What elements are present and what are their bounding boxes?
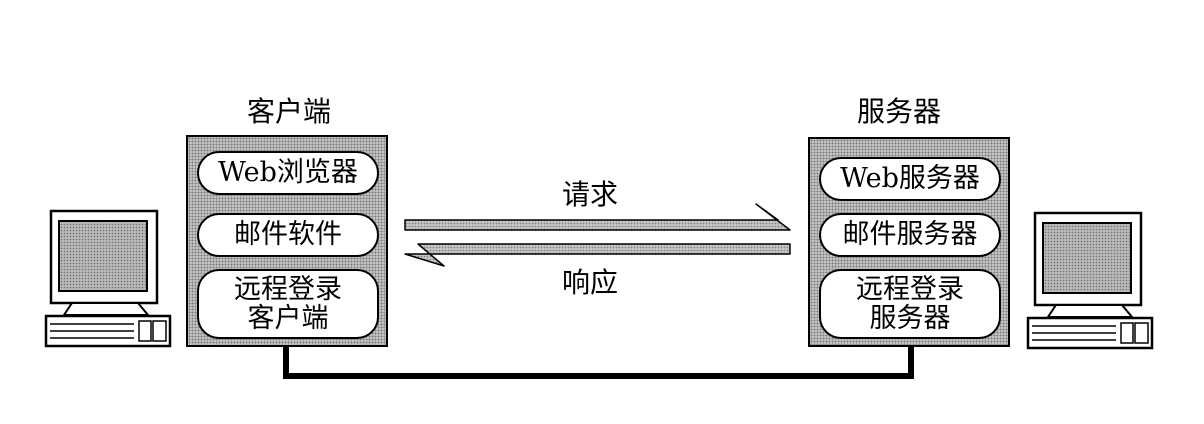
response-arrow — [404, 243, 791, 267]
client-title: 客户端 — [247, 95, 332, 128]
computer-icon — [1026, 211, 1154, 350]
client-module-web-browser: Web浏览器 — [197, 151, 379, 195]
request-label: 请求 — [562, 178, 619, 211]
server-panel: Web服务器 邮件服务器 远程登录 服务器 — [808, 137, 1010, 347]
server-module-web-server: Web服务器 — [819, 157, 1001, 201]
request-arrow — [404, 203, 791, 231]
client-module-remote-login: 远程登录 客户端 — [197, 269, 379, 339]
computer-icon — [44, 209, 172, 348]
response-label: 响应 — [562, 266, 619, 299]
server-module-remote-login: 远程登录 服务器 — [819, 269, 1001, 339]
server-module-mail-server: 邮件服务器 — [819, 213, 1001, 257]
client-panel: Web浏览器 邮件软件 远程登录 客户端 — [186, 135, 388, 347]
server-title: 服务器 — [857, 95, 942, 128]
client-module-mail-software: 邮件软件 — [197, 213, 379, 257]
